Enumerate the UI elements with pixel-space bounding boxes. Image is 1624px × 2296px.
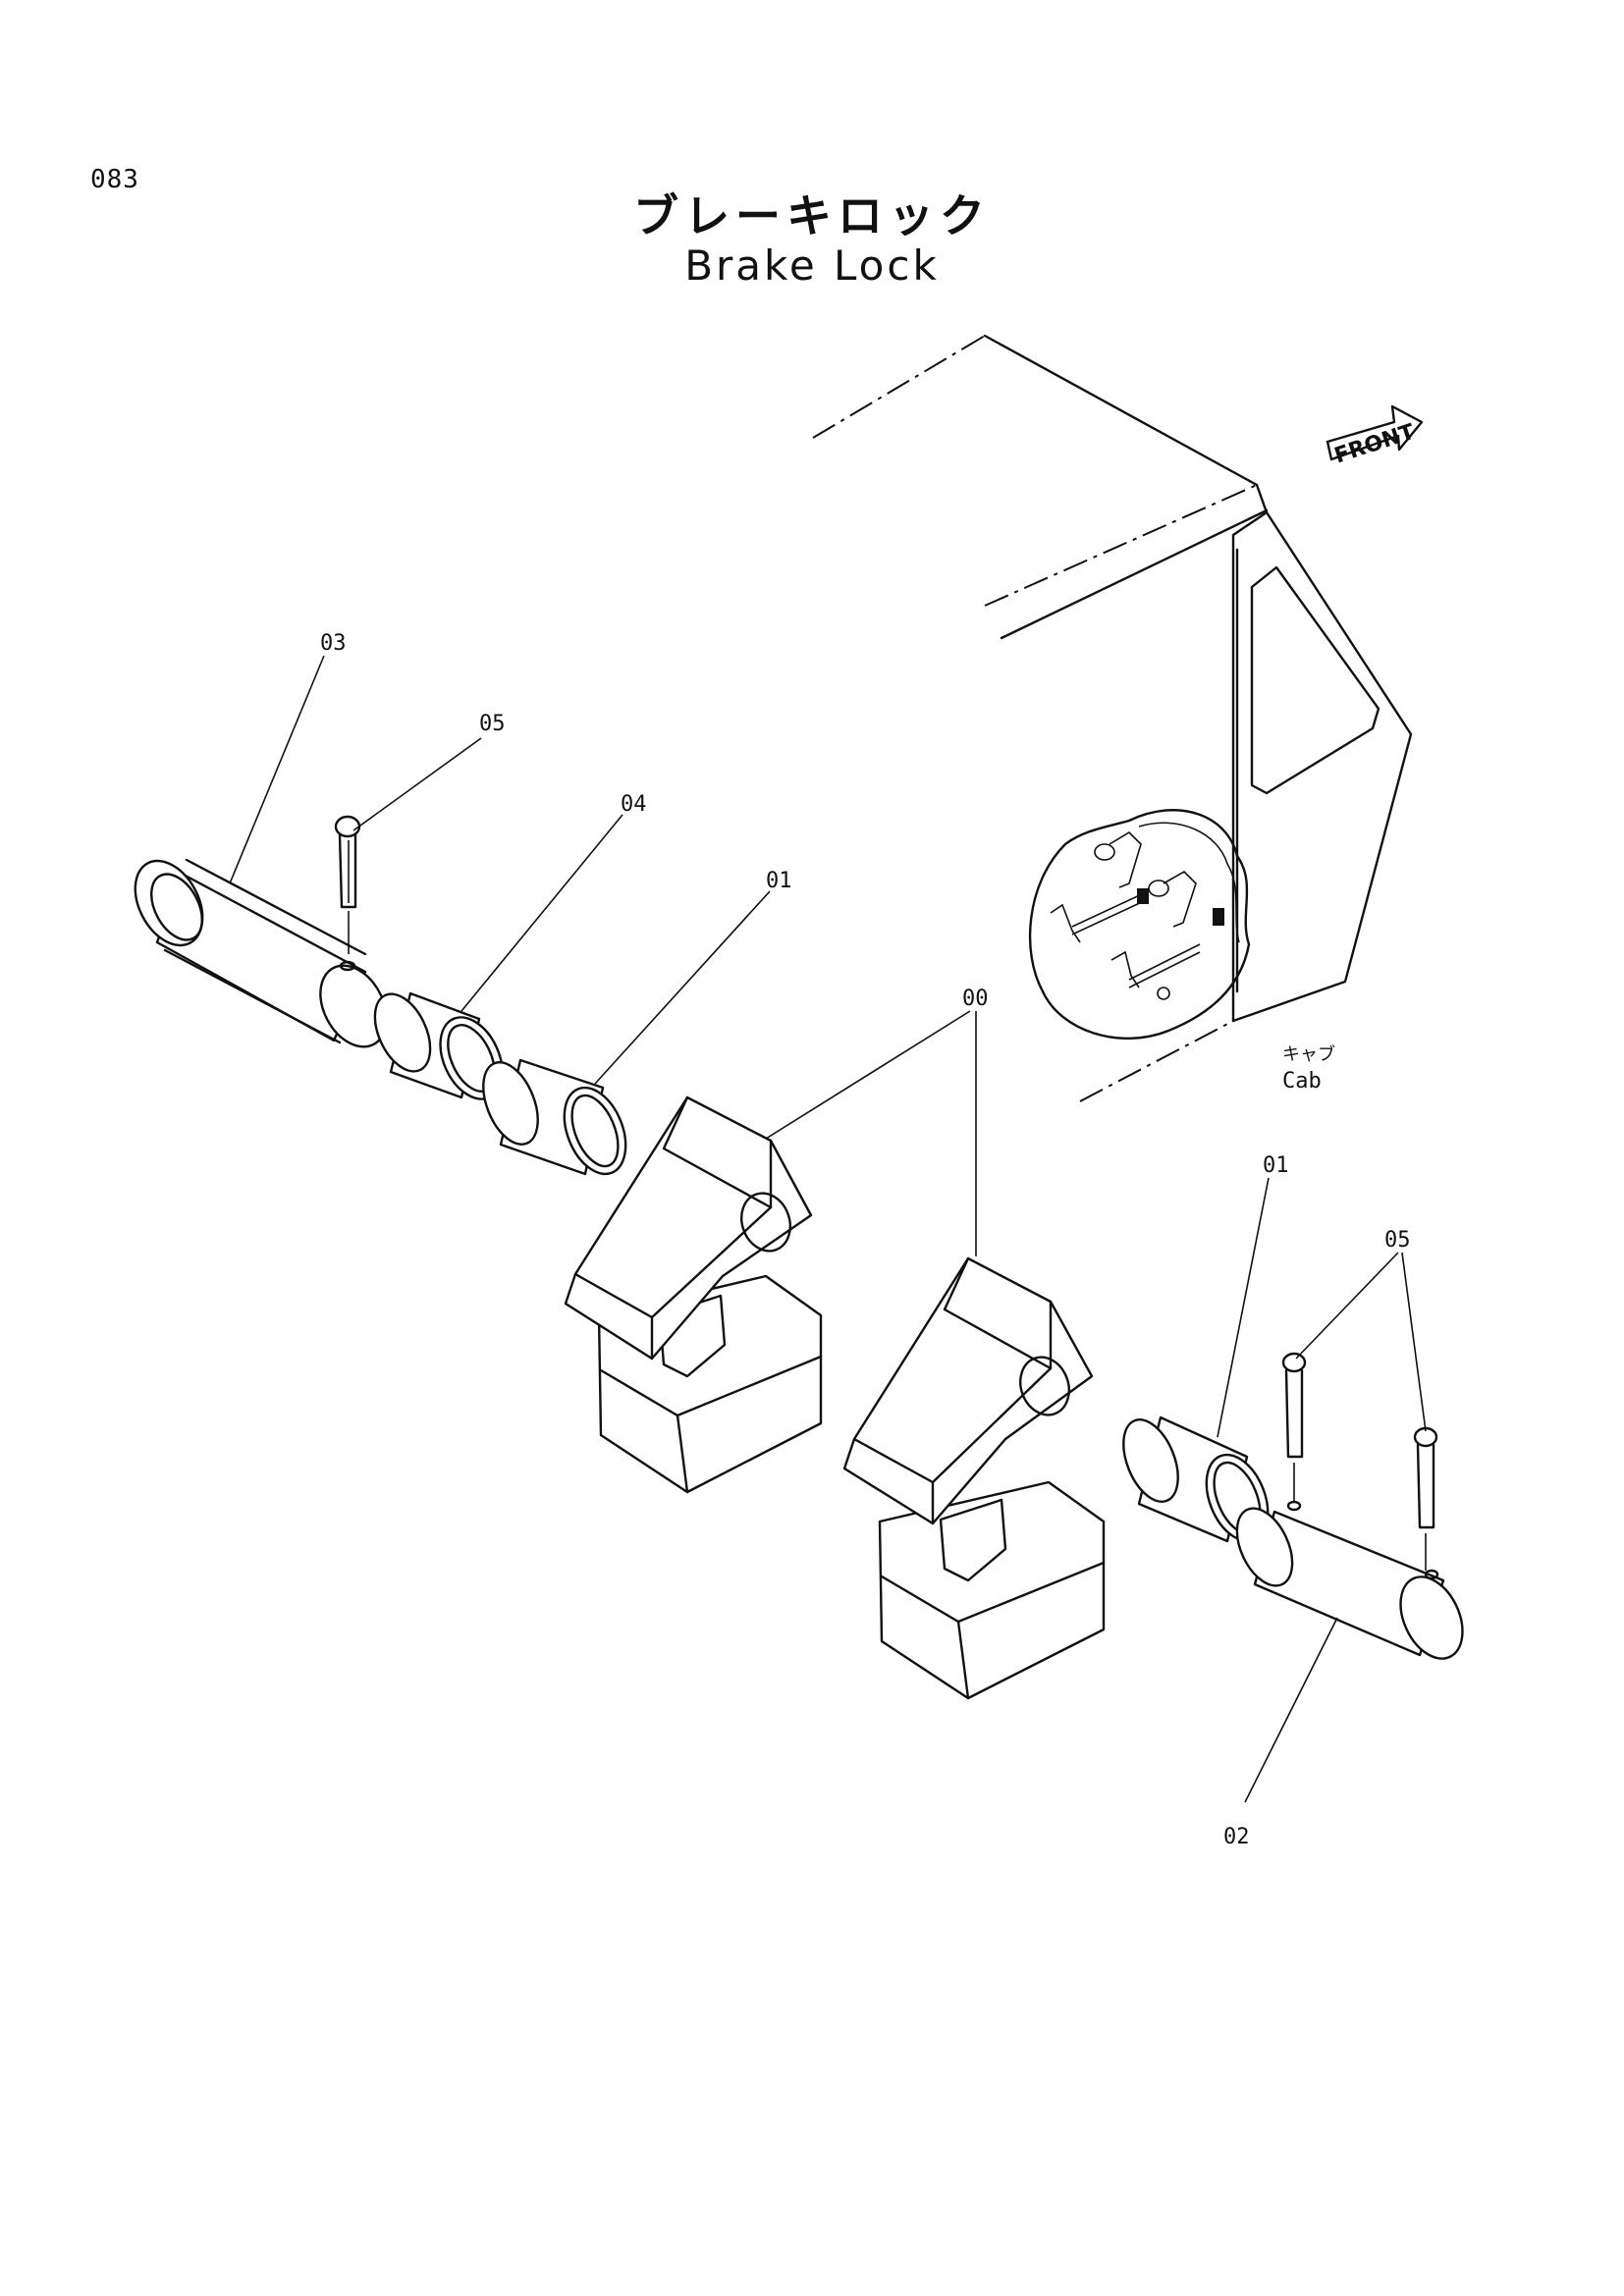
part-05-cotter-pin-left — [334, 815, 361, 954]
label-00: 00 — [962, 987, 989, 1011]
part-03-pin — [134, 858, 388, 1048]
label-01-right: 01 — [1263, 1153, 1289, 1178]
label-03: 03 — [320, 631, 347, 656]
brake-pedal-detail-inset — [1028, 809, 1251, 1040]
front-direction-arrow: FRONT — [1326, 404, 1424, 469]
cab-label-jp: キャブ — [1282, 1043, 1335, 1065]
part-01-bushing-left — [482, 1058, 627, 1176]
label-04: 04 — [621, 792, 647, 817]
part-00-bracket-left — [564, 1095, 823, 1494]
part-02-pin — [1235, 1500, 1464, 1660]
label-01-left: 01 — [766, 869, 792, 893]
cab-label-en: Cab — [1282, 1069, 1322, 1094]
leader-lines — [229, 655, 1427, 1803]
title-japanese: ブレーキロック — [633, 189, 991, 242]
part-00-bracket-right — [842, 1256, 1106, 1700]
label-05-right: 05 — [1384, 1228, 1411, 1253]
page-number: 083 — [90, 165, 139, 194]
part-05-cotter-pins-right — [1281, 1352, 1438, 1571]
cab-outline — [812, 334, 1413, 1102]
label-05-left: 05 — [479, 712, 506, 736]
title-english: Brake Lock — [684, 241, 940, 290]
part-04-bushing — [373, 991, 504, 1100]
label-02: 02 — [1223, 1825, 1250, 1849]
